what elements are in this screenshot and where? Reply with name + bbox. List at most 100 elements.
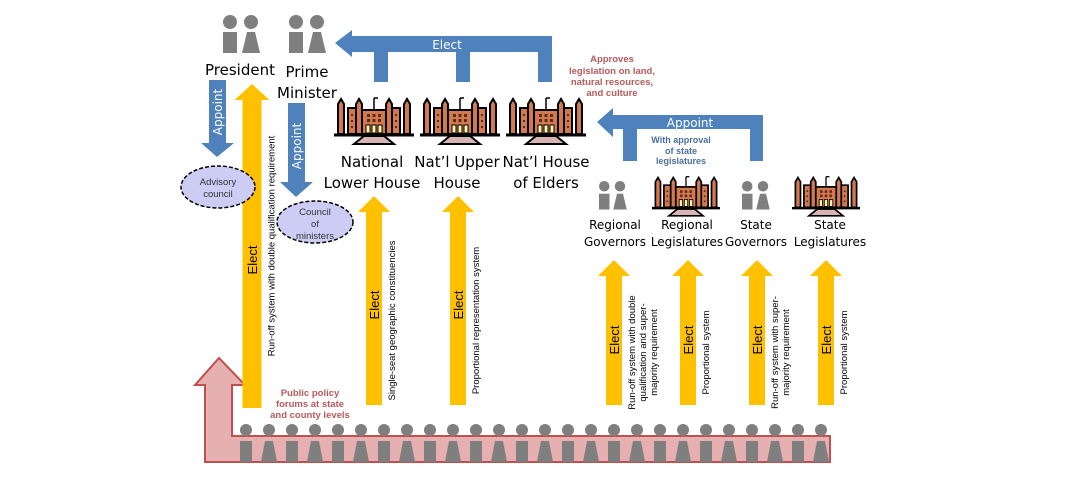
electoral-system-label: Run-off system with super- (770, 296, 781, 409)
elect-label: Elect (432, 38, 462, 52)
electoral-system-label: majority requirement (781, 309, 792, 396)
lower-house-label: Lower House (324, 174, 421, 192)
citizen-icon (470, 424, 482, 462)
public-forums-note: Public policy (281, 388, 340, 399)
electoral-system-label: majority requirement (649, 309, 660, 396)
citizen-icon (378, 424, 390, 462)
citizen-icon (424, 424, 436, 462)
state-legislatures-label: Legislatures (794, 235, 866, 249)
electoral-system-label: Proportional system (701, 310, 712, 394)
state-approval-note: legislatures (656, 156, 706, 166)
advisory-council-label: Advisory (200, 177, 237, 188)
citizen-icon (399, 424, 415, 462)
lower-house-building-icon (332, 94, 416, 146)
council-label: Council (299, 207, 331, 218)
citizen-icon (516, 424, 528, 462)
citizen-icon (583, 424, 599, 462)
elders-approval-note: legislation on land, (569, 66, 655, 77)
appoint-label: Appoint (211, 88, 225, 135)
state-legislatures-label: State (814, 218, 846, 232)
elders-building-icon (504, 94, 588, 146)
public-forums-note: forums at state (276, 399, 344, 410)
elect-label: Elect (607, 325, 622, 354)
appoint-label: Appoint (667, 116, 714, 130)
council-label: ministers (296, 231, 334, 242)
upper-house-label: House (433, 174, 480, 192)
upper-house-label: Nat’l Upper (414, 153, 500, 171)
elect-label: Elect (681, 325, 696, 354)
public-participation-arrow (192, 356, 831, 463)
citizen-icon (608, 424, 620, 462)
citizen-icon (654, 424, 666, 462)
regional-governors-label: Regional (589, 218, 641, 232)
elect-label: Elect (750, 325, 765, 354)
elect-arrow-regional-governors (598, 260, 630, 405)
elect-arrow-upper-house (442, 196, 474, 405)
state-approval-note: of state (665, 146, 697, 156)
elders-approval-note: Approves (590, 54, 634, 65)
upper-house-building-icon (418, 94, 502, 146)
prime-minister-label: Prime (286, 63, 329, 81)
regional-governors-people-icon (599, 181, 627, 210)
regional-governors-label: Governors (584, 235, 646, 249)
citizen-icon (629, 424, 645, 462)
elect-arrow-regional-legislatures (672, 260, 704, 405)
citizen-icon (445, 424, 461, 462)
citizen-icon (353, 424, 369, 462)
citizen-icon (675, 424, 691, 462)
electoral-system-label: Run-off system with double (627, 295, 638, 409)
citizen-icon (562, 424, 574, 462)
elect-arrow-state-legislatures (810, 260, 842, 405)
elect-label: Elect (367, 290, 382, 319)
citizen-icon (307, 424, 323, 462)
regional-legislatures-label: Regional (661, 218, 713, 232)
elect-arrow-state-governors (741, 260, 773, 405)
appoint-label: Appoint (290, 122, 304, 169)
elect-arrow-lower-house (358, 196, 390, 405)
elders-approval-note: natural resources, (571, 77, 653, 88)
citizen-icon (700, 424, 712, 462)
state-governors-label: Governors (725, 235, 787, 249)
council-label: of (311, 219, 319, 230)
elect-prime-minister-arrow (335, 30, 552, 82)
prime-minister-label: Minister (277, 84, 338, 102)
citizen-icon (813, 424, 829, 462)
elders-label: of Elders (513, 174, 579, 192)
elders-label: Nat’l House (502, 153, 589, 171)
citizen-icon (332, 424, 344, 462)
regional-legislatures-label: Legislatures (651, 235, 723, 249)
regional-legislatures-building-icon (650, 173, 722, 218)
elders-approval-note: and culture (586, 88, 637, 99)
state-approval-note: With approval (651, 135, 710, 145)
citizen-icon (767, 424, 783, 462)
electoral-system-label: Run-off system with double qualification… (267, 135, 278, 356)
appoint-ministers-arrow (280, 103, 313, 197)
elect-label: Elect (245, 245, 260, 274)
elect-arrow-president (234, 84, 270, 408)
election-arrows: Elect Run-off system with double qualific… (234, 84, 850, 410)
state-governors-label: State (740, 218, 772, 232)
prime-minister-people-icon (289, 15, 326, 53)
citizen-icon (721, 424, 737, 462)
public-forums-note: and county levels (270, 410, 350, 421)
elect-label: Elect (819, 325, 834, 354)
advisory-council (180, 165, 256, 209)
president-people-icon (223, 15, 260, 53)
advisory-council-label: council (203, 189, 233, 200)
appoint-advisory-arrow (201, 80, 234, 157)
citizen-icon (746, 424, 758, 462)
citizen-icon (792, 424, 804, 462)
citizen-icon (240, 424, 252, 462)
council-of-ministers (276, 200, 354, 244)
citizens-row (240, 424, 829, 462)
president-label: President (205, 61, 275, 79)
citizen-icon (261, 424, 277, 462)
citizen-icon (491, 424, 507, 462)
appoint-elders-arrow (597, 108, 763, 161)
electoral-system-label: Proportional representation system (471, 247, 482, 394)
citizen-icon (537, 424, 553, 462)
lower-house-label: National (341, 153, 404, 171)
citizen-icon (286, 424, 298, 462)
electoral-system-label: Proportional system (839, 310, 850, 394)
